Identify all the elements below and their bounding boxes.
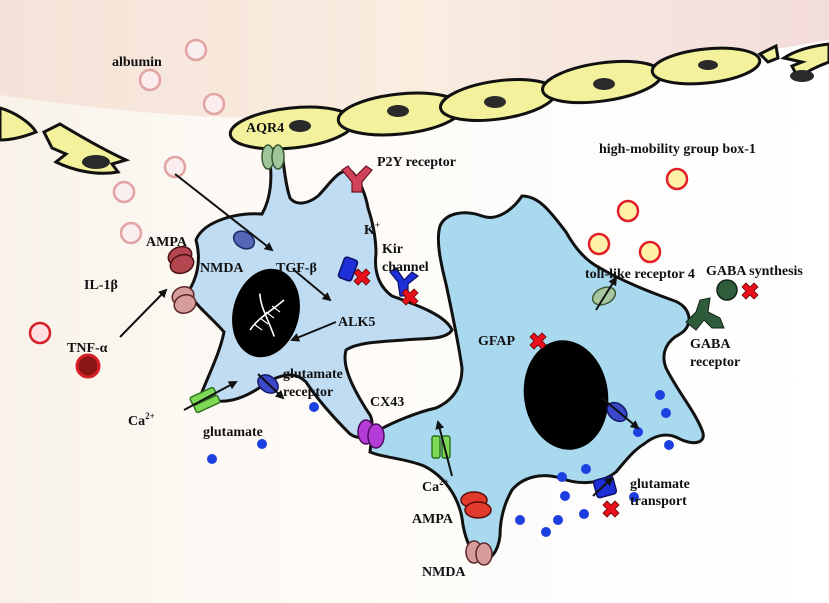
label-glutamate-receptor-line2: receptor <box>283 385 333 400</box>
k-channel <box>337 256 359 282</box>
label-cx43: CX43 <box>370 395 404 410</box>
label-kir-line1: Kir <box>382 242 403 257</box>
nucleus-right <box>523 340 609 450</box>
gaba-synthesis-enzyme <box>716 279 738 301</box>
arrow-icon <box>183 381 238 411</box>
label-alk5: ALK5 <box>338 315 375 330</box>
label-ampa-right: AMPA <box>412 512 454 527</box>
label-il1b: IL-1β <box>84 278 118 293</box>
albumin-particle <box>163 155 187 179</box>
arrows <box>119 173 640 497</box>
label-glutamate-receptor-line1: glutamate <box>283 367 343 382</box>
hmgb1-particles <box>587 167 689 264</box>
nucleus-left <box>232 268 300 358</box>
label-albumin: albumin <box>112 55 162 70</box>
gaba-receptor <box>685 297 725 331</box>
label-ampa-left: AMPA <box>146 235 188 250</box>
label-ca-right: Ca2+ <box>422 477 449 495</box>
ampa-receptor-left <box>167 245 195 275</box>
blood-vessel-lumen <box>0 0 829 119</box>
label-aqr4: AQR4 <box>246 121 284 136</box>
arrow-icon <box>290 321 337 342</box>
endothelial-cell <box>439 78 557 122</box>
glutamate-dots <box>207 390 674 537</box>
arrow-icon <box>119 288 168 338</box>
label-gaba-synthesis: GABA synthesis <box>706 264 803 279</box>
arrow-icon <box>293 269 332 302</box>
label-gaba-receptor-line1: GABA <box>690 337 731 352</box>
label-nmda-left: NMDA <box>200 261 244 276</box>
endothelial-cell-layer <box>0 42 829 175</box>
il1b-particle <box>28 321 52 345</box>
endothelial-cell-left-fragment <box>0 106 131 175</box>
arrow-icon <box>174 173 274 252</box>
albumin-particle <box>184 38 208 62</box>
label-glutamate-transport-line2: transport <box>630 494 687 509</box>
arrow-icon <box>592 476 614 497</box>
label-glutamate: glutamate <box>203 425 263 440</box>
label-ca-left: Ca2+ <box>128 411 155 429</box>
arrow-icon <box>257 373 285 400</box>
label-glutamate-transport-line1: glutamate <box>630 477 690 492</box>
label-hmgb1: high-mobility group box-1 <box>599 142 756 157</box>
aqr4-channel <box>261 144 285 170</box>
label-p2y-receptor: P2Y receptor <box>377 155 456 170</box>
nmda-receptor-left <box>171 285 197 315</box>
albumin-particle <box>119 221 143 245</box>
arrow-icon <box>601 397 640 430</box>
albumin-particle <box>202 92 226 116</box>
label-gaba-receptor-line2: receptor <box>690 355 740 370</box>
albumin-particle <box>138 68 162 92</box>
label-kir-line2: channel <box>382 260 429 275</box>
albumin-particle <box>112 180 136 204</box>
endothelial-cell-right-fragment <box>757 42 829 82</box>
label-toll-like-receptor: toll-like receptor 4 <box>585 267 695 282</box>
ampa-receptor-right <box>460 491 492 519</box>
dna-icon <box>249 293 285 337</box>
label-tnfa: TNF-α <box>67 341 108 356</box>
endothelial-cell <box>650 46 762 86</box>
hmgb1-particle <box>616 199 640 223</box>
hmgb1-particle <box>587 232 611 256</box>
label-nmda-right: NMDA <box>422 565 466 580</box>
tnfa-particle <box>75 353 101 379</box>
label-gfap: GFAP <box>478 334 516 349</box>
channel-left-upper <box>232 230 256 250</box>
albumin-particles <box>112 38 226 245</box>
hmgb1-particle <box>665 167 689 191</box>
cx43-gap-junction <box>357 419 385 449</box>
arrow-icon <box>435 420 453 477</box>
label-tgf-beta: TGF-β <box>276 261 317 276</box>
label-k-plus: K+ <box>364 220 380 238</box>
kir-channel <box>389 267 420 297</box>
p2y-receptor <box>341 165 373 193</box>
nmda-receptor-right <box>465 540 493 566</box>
arrow-icon <box>595 276 618 311</box>
calcium-channel-left <box>189 386 221 414</box>
hmgb1-particle <box>638 240 662 264</box>
